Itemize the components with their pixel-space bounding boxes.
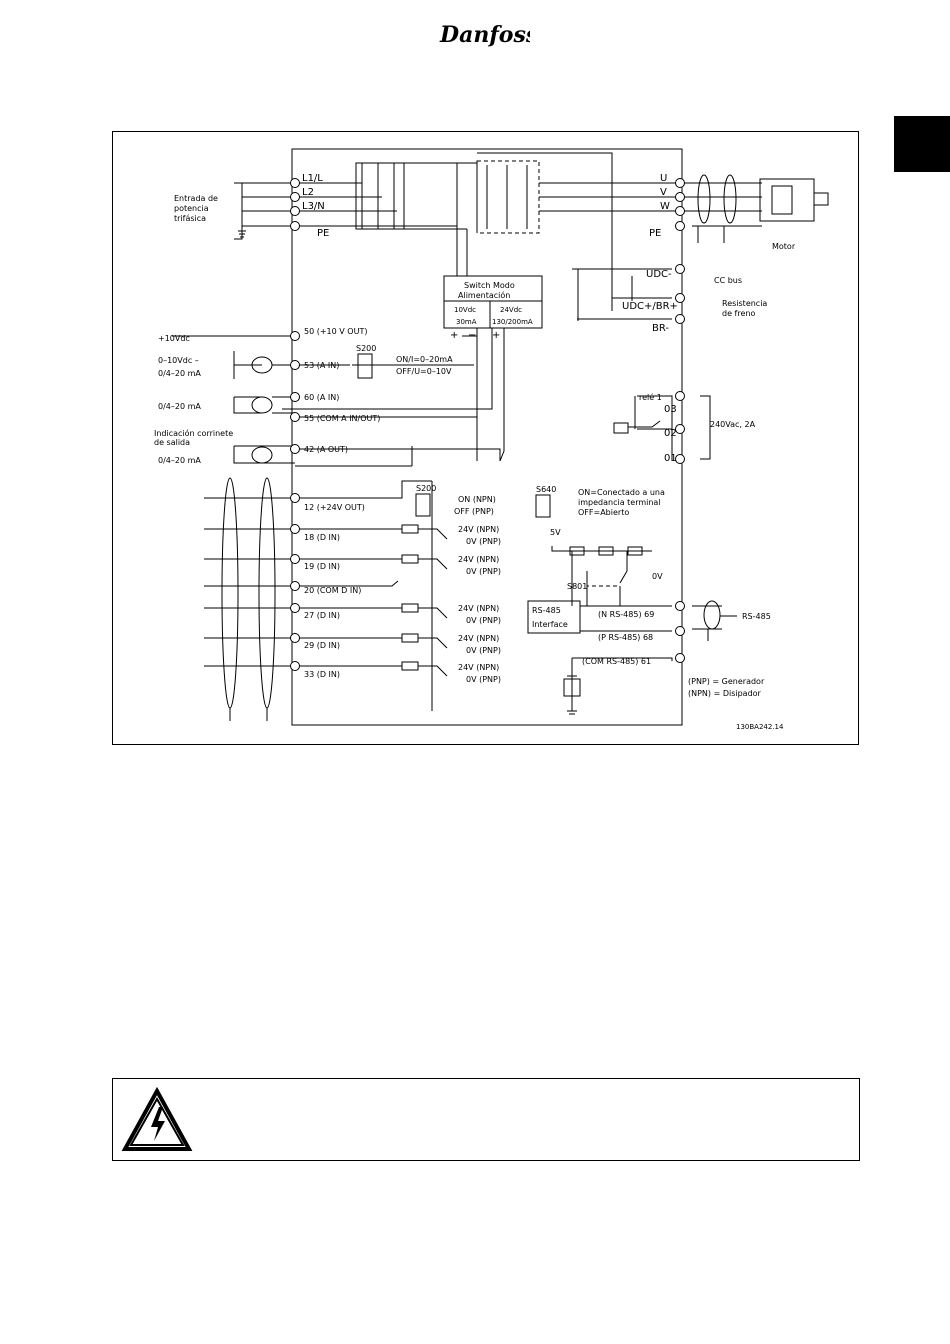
legend-pnp: (PNP) = Generador [688, 677, 765, 686]
wiring-diagram: Entrada de potencia trifásica L1/L L2 L3… [154, 148, 829, 731]
terminal-w: W [660, 201, 670, 212]
diagram-frame [112, 131, 859, 745]
rs485-terminal-61: (COM RS-485) 61 [582, 657, 651, 666]
s640-text-3: OFF=Abierto [578, 508, 629, 517]
relay-terminal-01: 01 [664, 453, 677, 464]
relay-rating: 240Vac, 2A [710, 420, 756, 429]
pe-left-label: PE [317, 228, 329, 239]
smps-title-1: Switch Modo [464, 281, 515, 290]
terminal-60: 60 (A IN) [304, 393, 339, 402]
terminal-br-minus: BR- [652, 323, 669, 334]
s640-text-2: impedancia terminal [578, 498, 661, 507]
legend-npn: (NPN) = Disipador [688, 689, 762, 698]
smps-24v: 24Vdc [500, 306, 522, 314]
terminal-27: 27 (D IN) [304, 611, 340, 620]
analog-input-label-1: 0–10Vdc – [158, 356, 199, 365]
terminal-u: U [660, 173, 667, 184]
din19-pnp: 0V (PNP) [466, 567, 501, 576]
din18-pnp: 0V (PNP) [466, 537, 501, 546]
rs485-terminal-68: (P RS-485) 68 [598, 633, 653, 642]
din29-npn: 24V (NPN) [458, 634, 499, 643]
din29-pnp: 0V (PNP) [466, 646, 501, 655]
din18-npn: 24V (NPN) [458, 525, 499, 534]
s640-text-1: ON=Conectado a una [578, 488, 665, 497]
s801-label: S801 [567, 582, 587, 591]
din27-pnp: 0V (PNP) [466, 616, 501, 625]
s640-label: S640 [536, 485, 556, 494]
smps-title-2: Alimentación [458, 290, 510, 300]
relay-terminal-03: 03 [664, 404, 677, 415]
motor-label: Motor [772, 242, 796, 251]
high-voltage-warning-icon [121, 1086, 193, 1153]
terminal-l2: L2 [302, 187, 314, 198]
brake-resistor-label-2: de freno [722, 309, 755, 318]
drawing-code: 130BA242.14 [736, 723, 784, 731]
s200-digital-text-1: ON (NPN) [458, 495, 496, 504]
terminal-v: V [660, 187, 667, 198]
analog-input2-label: 0/4–20 mA [158, 402, 201, 411]
smps-130-200ma: 130/200mA [492, 318, 533, 326]
power-input-label-3: trifásica [174, 214, 206, 223]
s200-analog-label: S200 [356, 344, 376, 353]
analog-output-label-3: 0/4–20 mA [158, 456, 201, 465]
terminal-l3: L3/N [302, 201, 325, 212]
svg-text:Danfoss: Danfoss [439, 22, 530, 48]
terminal-udc-minus: UDC- [646, 269, 672, 280]
s200-digital-text-2: OFF (PNP) [454, 507, 494, 516]
warning-box [112, 1078, 860, 1161]
analog-output-label-1: Indicación corrinete [154, 428, 233, 438]
terminal-udc-plus: UDC+/BR+ [622, 301, 678, 312]
power-input-label-2: potencia [174, 204, 209, 213]
analog-output-label-2: de salida [154, 438, 190, 447]
terminal-53: 53 (A IN) [304, 361, 339, 370]
danfoss-logo: Danfoss [438, 16, 538, 52]
smps-30ma: 30mA [456, 318, 477, 326]
chapter-tab-marker [894, 116, 950, 172]
terminal-20: 20 (COM D IN) [304, 586, 361, 595]
cc-bus-label: CC bus [714, 276, 742, 285]
zero-volt-label: 0V [652, 572, 663, 581]
terminal-50: 50 (+10 V OUT) [304, 327, 367, 336]
plus10vdc-label: +10Vdc [158, 334, 190, 343]
din27-npn: 24V (NPN) [458, 604, 499, 613]
terminal-33: 33 (D IN) [304, 670, 340, 679]
power-input-label-1: Entrada de [174, 194, 218, 203]
rs485-block-label-1: RS-485 [532, 606, 561, 615]
smps-plus-24: + [492, 330, 500, 341]
smps-minus: − [468, 330, 476, 341]
rs485-terminal-69: (N RS-485) 69 [598, 610, 654, 619]
din33-npn: 24V (NPN) [458, 663, 499, 672]
smps-plus-10: + [450, 330, 458, 341]
relay-terminal-02: 02 [664, 428, 677, 439]
s200-analog-text-2: OFF/U=0–10V [396, 367, 452, 376]
terminal-18: 18 (D IN) [304, 533, 340, 542]
din33-pnp: 0V (PNP) [466, 675, 501, 684]
s200-analog-text-1: ON/I=0–20mA [396, 355, 453, 364]
terminal-19: 19 (D IN) [304, 562, 340, 571]
rs485-cable-label: RS-485 [742, 612, 771, 621]
terminal-12: 12 (+24V OUT) [304, 503, 365, 512]
relay-label: relé 1 [639, 392, 662, 402]
din19-npn: 24V (NPN) [458, 555, 499, 564]
terminal-l1: L1/L [302, 173, 323, 184]
five-volt-label: 5V [550, 528, 561, 537]
terminal-42: 42 (A OUT) [304, 445, 348, 454]
pe-right-label: PE [649, 228, 661, 239]
brake-resistor-label-1: Resistencia [722, 299, 767, 308]
terminal-55: 55 (COM A IN/OUT) [304, 414, 380, 423]
terminal-29: 29 (D IN) [304, 641, 340, 650]
analog-input-label-2: 0/4–20 mA [158, 369, 201, 378]
rs485-block-label-2: Interface [532, 620, 568, 629]
s200-digital-label: S200 [416, 484, 436, 493]
smps-10v: 10Vdc [454, 306, 476, 314]
